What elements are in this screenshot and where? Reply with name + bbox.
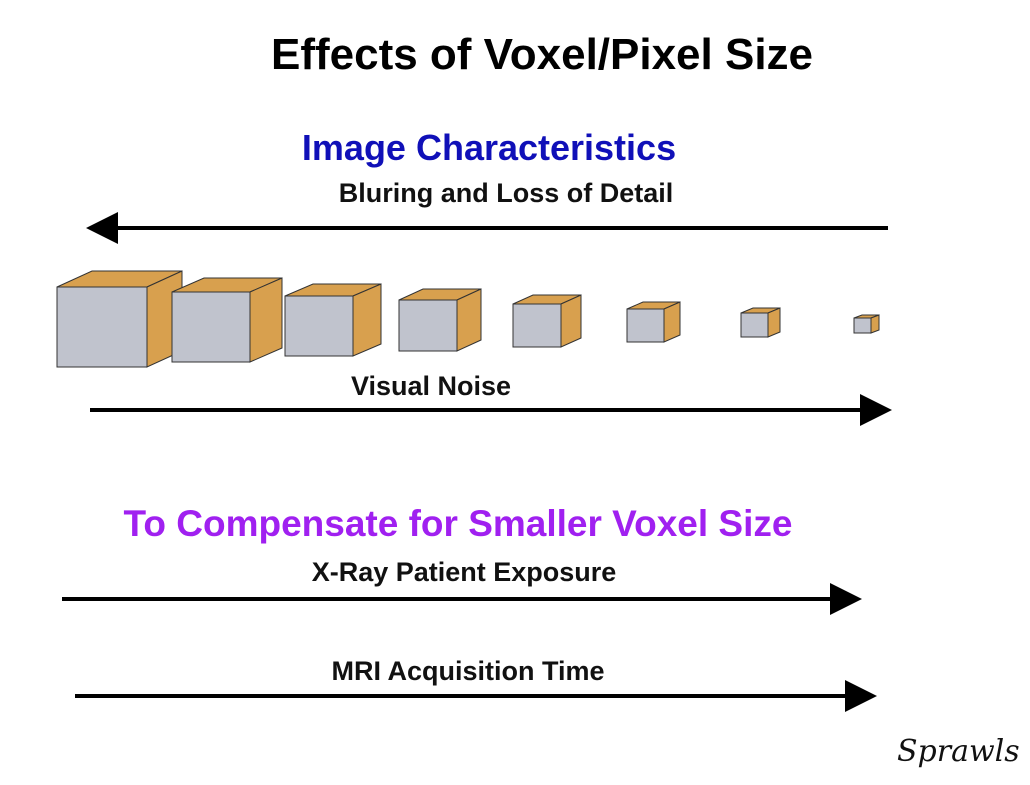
visual-noise-label: Visual Noise — [350, 371, 512, 401]
slide-title: Effects of Voxel/Pixel Size — [270, 30, 814, 79]
voxel-cube-7 — [740, 307, 781, 338]
signature: Sprawls — [897, 734, 1020, 769]
compensation-heading: To Compensate for Smaller Voxel Size — [123, 503, 793, 544]
voxel-cube-4 — [398, 288, 482, 352]
voxel-cube-8 — [853, 314, 880, 334]
blurring-label: Bluring and Loss of Detail — [338, 178, 674, 208]
voxel-cube-5 — [512, 294, 582, 348]
xray-exposure-label: X-Ray Patient Exposure — [311, 557, 617, 587]
voxel-cubes — [56, 270, 880, 368]
xray-exposure-arrow — [62, 583, 862, 615]
voxel-cube-6 — [626, 301, 681, 343]
voxel-cube-3 — [284, 283, 382, 357]
image-characteristics-heading: Image Characteristics — [301, 127, 677, 168]
visual-noise-arrow — [90, 394, 892, 426]
voxel-cube-1 — [56, 270, 183, 368]
voxel-cube-2 — [171, 277, 283, 363]
mri-time-label: MRI Acquisition Time — [331, 656, 605, 686]
mri-time-arrow — [75, 680, 877, 712]
blurring-arrow — [86, 212, 888, 244]
